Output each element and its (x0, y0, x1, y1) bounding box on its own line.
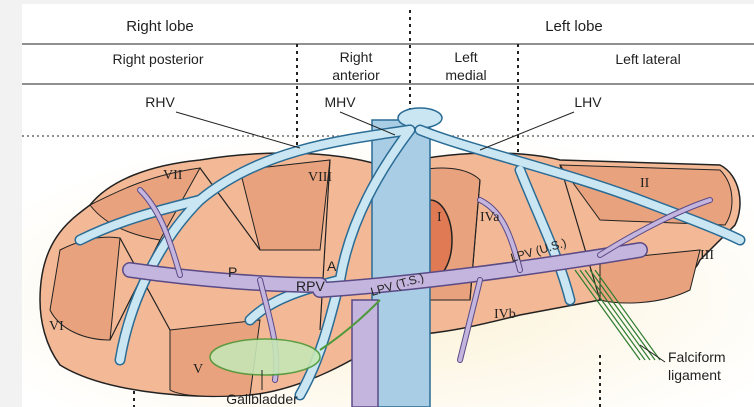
label-segment-vi: VI (49, 319, 64, 334)
gallbladder-shape (210, 339, 320, 375)
label-rhv: RHV (145, 94, 175, 110)
label-p: P (228, 264, 237, 280)
label-rpv: RPV (296, 278, 325, 294)
header-right-anterior-line2: anterior (332, 67, 380, 83)
header-right-anterior-line1: Right (340, 49, 373, 65)
label-lhv: LHV (574, 94, 602, 110)
label-falciform-line2: ligament (668, 367, 721, 383)
label-segment-viii: VIII (308, 170, 332, 185)
label-falciform-line1: Falciform (668, 349, 726, 365)
header-left-medial-line2: medial (445, 67, 486, 83)
label-segment-ivb: IVb (494, 307, 516, 322)
header-left-lateral: Left lateral (615, 51, 680, 67)
label-segment-v: V (193, 362, 203, 377)
header-left-medial-line1: Left (454, 49, 477, 65)
label-segment-vii: VII (163, 168, 183, 183)
label-mhv: MHV (324, 94, 356, 110)
header-right-lobe: Right lobe (126, 18, 194, 35)
inferior-vena-cava (372, 120, 430, 407)
label-segment-iii: III (700, 248, 714, 263)
header-left-lobe: Left lobe (545, 18, 603, 35)
label-a: A (327, 258, 337, 274)
label-segment-iva: IVa (480, 210, 500, 225)
main-portal-vein (352, 300, 378, 407)
label-gallbladder: Gallbladder (226, 391, 298, 407)
header-right-posterior: Right posterior (112, 51, 203, 67)
label-segment-ii: II (640, 176, 650, 191)
label-segment-i: I (437, 210, 442, 225)
